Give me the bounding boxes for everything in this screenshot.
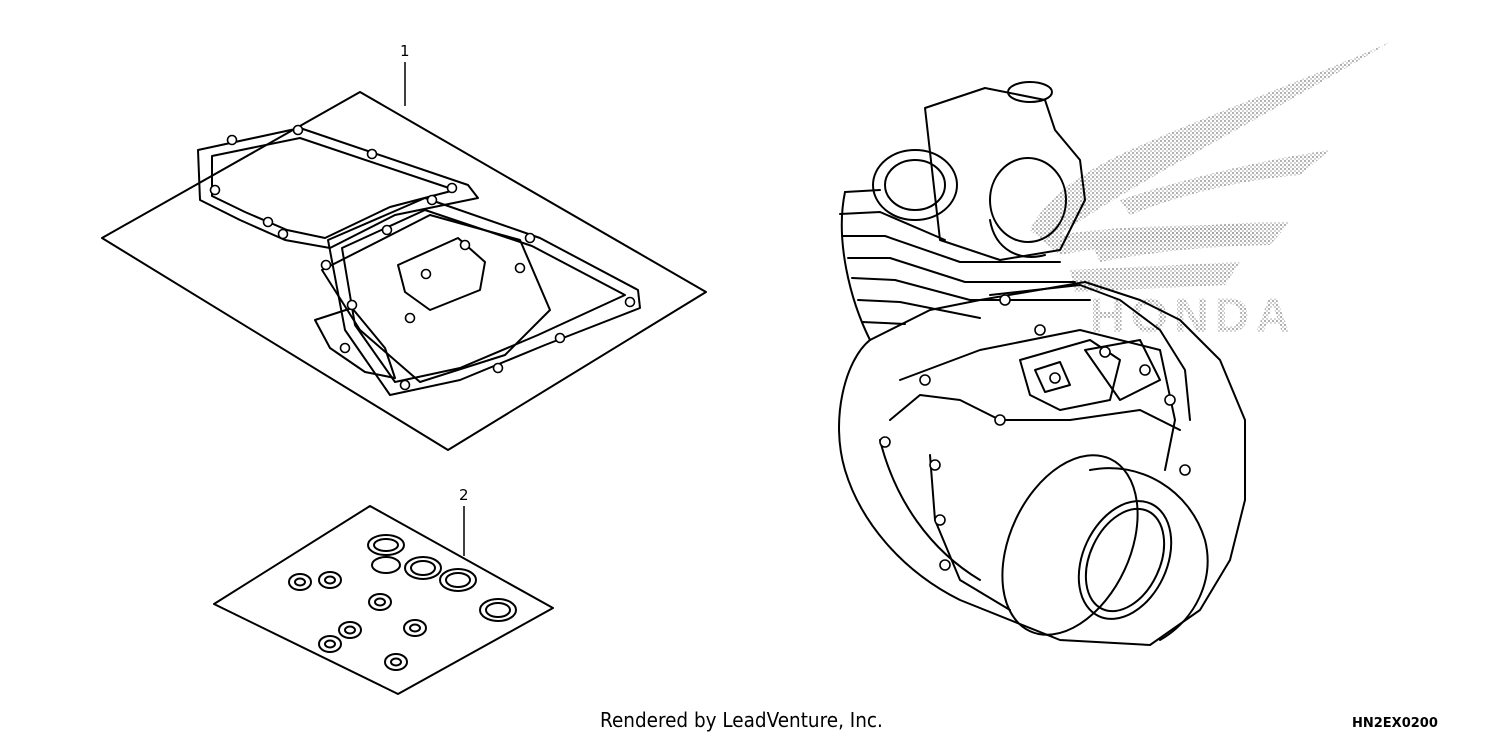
gasket-kit-b-illustration [213, 505, 554, 695]
honda-wing-logo: HONDA [1030, 42, 1390, 343]
callout-label-2: 2 [459, 486, 469, 504]
render-credit: Rendered by LeadVenture, Inc. [600, 708, 883, 732]
gasket-kit-a-illustration [101, 62, 707, 451]
diagram-code: HN2EX0200 [1352, 716, 1438, 731]
honda-logo-text: HONDA [1090, 290, 1296, 343]
callout-label-1: 1 [400, 42, 410, 60]
engine-illustration [838, 81, 1246, 646]
